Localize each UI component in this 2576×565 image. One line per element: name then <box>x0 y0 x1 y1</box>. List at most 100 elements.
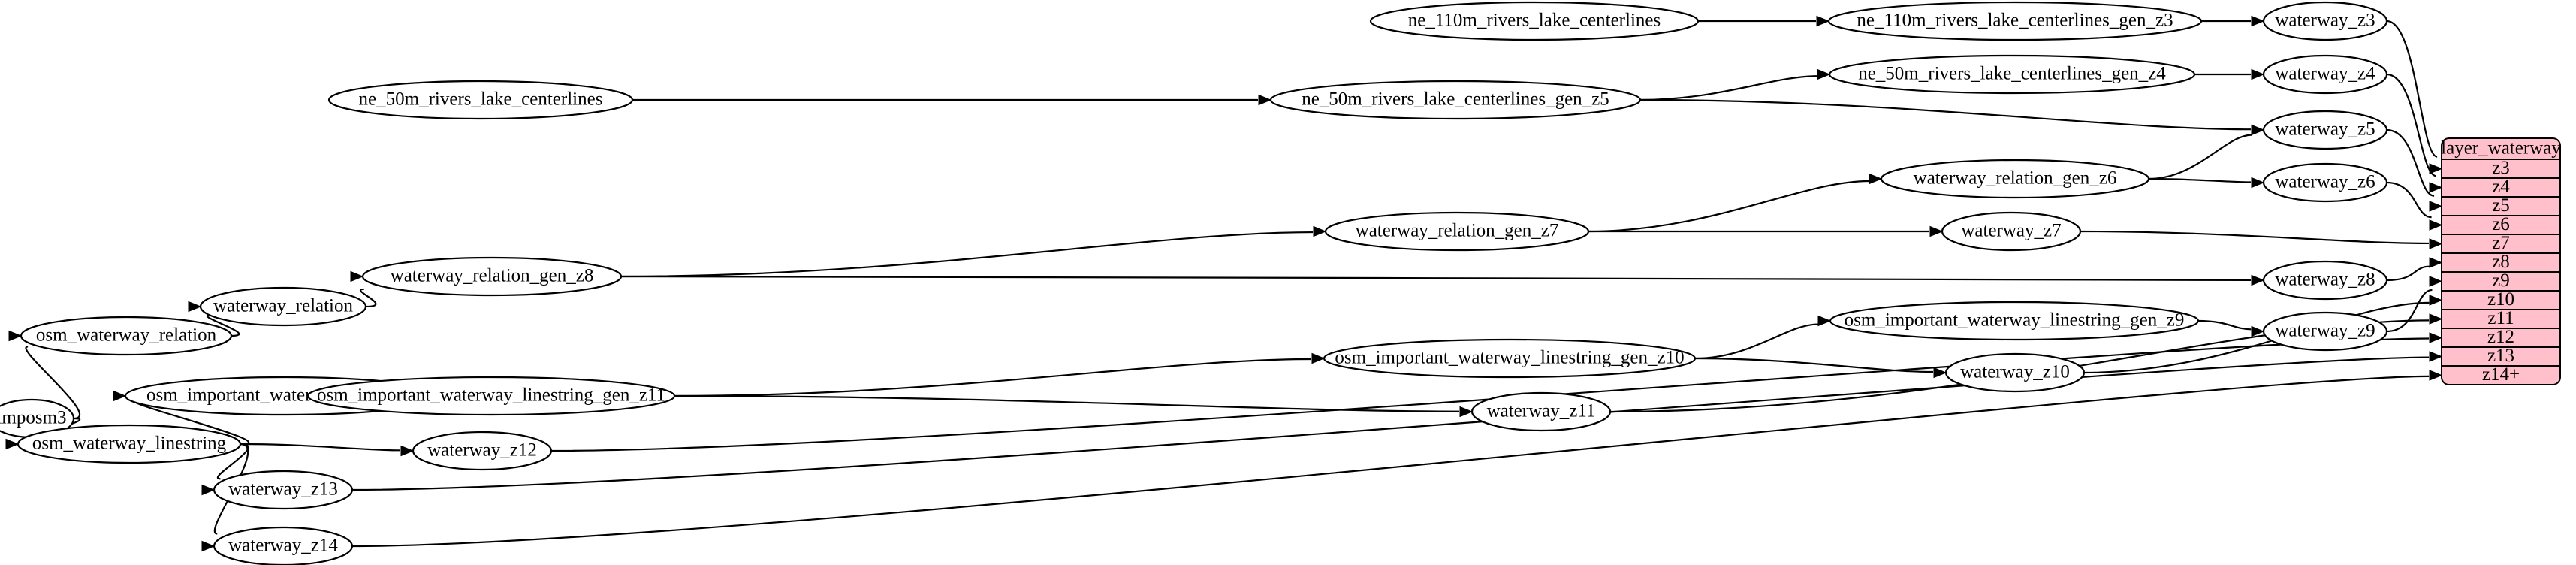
edge-osm_waterway_linestring--to--waterway_z13 <box>217 443 249 480</box>
table-row-z4[interactable] <box>2442 178 2560 197</box>
edge-arrowhead <box>1817 68 1831 80</box>
edge-waterway_relation_gen_z8--to--waterway_relation_gen_z7 <box>620 231 1314 278</box>
edge-arrowhead <box>2429 182 2443 193</box>
edge-waterway_z8--to--layer_waterway-z8 <box>2386 265 2430 282</box>
node-shape-waterway_z12 <box>412 431 553 471</box>
node-waterway_z13[interactable]: waterway_z13 <box>213 470 354 510</box>
edge-arrowhead <box>2429 332 2443 343</box>
edge-arrowhead <box>1869 173 1883 185</box>
edge-osm_waterway_relation--to--waterway_relation <box>207 314 240 337</box>
edge-imposm3--to--osm_waterway_relation <box>25 346 81 420</box>
node-waterway_z11[interactable]: waterway_z11 <box>1470 391 1612 432</box>
edge-arrowhead <box>2429 351 2443 362</box>
node-shape-waterway_relation_gen_z7 <box>1324 211 1590 252</box>
node-shape-ne_110m_rivers_lake_centerlines_gen_z3 <box>1827 1 2203 41</box>
table-row-z13[interactable] <box>2442 347 2560 366</box>
edge-arrowhead <box>2251 68 2265 80</box>
edge-osm_waterway_linestring--to--waterway_z12 <box>240 443 401 452</box>
node-waterway_relation_gen_z8[interactable]: waterway_relation_gen_z8 <box>361 256 623 297</box>
edge-osm_important_waterway_linestring_gen_z10--to--waterway_z10 <box>1694 357 1934 373</box>
node-ne_110m_rivers_lake_centerlines_gen_z3[interactable]: ne_110m_rivers_lake_centerlines_gen_z3 <box>1827 1 2203 41</box>
edge-ne_50m_rivers_lake_centerlines_gen_z5--to--ne_50m_rivers_lake_centerlines_gen_z4 <box>1639 75 1817 101</box>
edge-arrowhead <box>1929 225 1944 237</box>
node-ne_50m_rivers_lake_centerlines_gen_z4[interactable]: ne_50m_rivers_lake_centerlines_gen_z4 <box>1828 54 2196 95</box>
node-waterway_z12[interactable]: waterway_z12 <box>412 431 553 471</box>
node-waterway_z6[interactable]: waterway_z6 <box>2262 162 2388 203</box>
node-waterway_z3[interactable]: waterway_z3 <box>2262 1 2388 41</box>
edge-osm_important_waterway_linestring_gen_z10--to--osm_important_waterway_linestring_gen_z9 <box>1694 323 1818 360</box>
edge-arrowhead <box>1313 225 1327 237</box>
edge-waterway_z7--to--layer_waterway-z7 <box>2080 230 2430 245</box>
node-osm_waterway_relation[interactable]: osm_waterway_relation <box>20 316 233 356</box>
edge-osm_important_waterway_linestring_gen_z11--to--osm_important_waterway_linestring_gen_z10 <box>674 358 1312 397</box>
nodes-layer: imposm3osm_waterway_relationosm_waterway… <box>0 1 2388 565</box>
layer-waterway-table-body <box>2441 137 2561 385</box>
node-shape-waterway_z10 <box>1944 352 2086 393</box>
edge-waterway_z3--to--layer_waterway-z3 <box>2386 20 2438 158</box>
edge-arrowhead <box>2429 276 2443 287</box>
node-waterway_z5[interactable]: waterway_z5 <box>2262 110 2388 150</box>
table-row-z7[interactable] <box>2442 234 2560 253</box>
edge-arrowhead <box>2429 238 2443 249</box>
node-osm_important_waterway_linestring_gen_z11[interactable]: osm_important_waterway_linestring_gen_z1… <box>306 376 676 416</box>
node-shape-waterway_z8 <box>2262 260 2388 301</box>
edge-arrowhead <box>8 330 23 342</box>
node-osm_important_waterway_linestring_gen_z9[interactable]: osm_important_waterway_linestring_gen_z9 <box>1829 301 2200 341</box>
node-shape-waterway_relation_gen_z8 <box>361 256 623 297</box>
edge-arrowhead <box>1817 315 1832 327</box>
table-row-z6[interactable] <box>2442 216 2560 234</box>
edge-arrowhead <box>2429 201 2443 212</box>
node-osm_waterway_linestring[interactable]: osm_waterway_linestring <box>17 424 242 464</box>
node-ne_50m_rivers_lake_centerlines[interactable]: ne_50m_rivers_lake_centerlines <box>327 80 634 120</box>
table-row-z9[interactable] <box>2442 272 2560 291</box>
node-waterway_z8[interactable]: waterway_z8 <box>2262 260 2388 301</box>
edge-waterway_relation_gen_z7--to--waterway_relation_gen_z6 <box>1588 180 1869 233</box>
table-row-z12[interactable] <box>2442 328 2560 347</box>
layer-waterway-table: layer_waterwayz3z4z5z6z7z8z9z10z11z12z13… <box>2441 137 2561 385</box>
node-shape-osm_waterway_relation <box>20 316 233 356</box>
edge-waterway_relation_gen_z6--to--waterway_z6 <box>2148 177 2252 183</box>
node-shape-waterway_z14 <box>213 526 354 565</box>
node-waterway_relation_gen_z6[interactable]: waterway_relation_gen_z6 <box>1880 159 2150 199</box>
table-row-z14[interactable] <box>2442 366 2560 385</box>
node-waterway_relation_gen_z7[interactable]: waterway_relation_gen_z7 <box>1324 211 1590 252</box>
node-shape-ne_110m_rivers_lake_centerlines <box>1369 1 1700 41</box>
edge-arrowhead <box>2251 124 2265 136</box>
edge-arrowhead <box>201 484 216 496</box>
node-waterway_relation[interactable]: waterway_relation <box>199 286 367 327</box>
node-shape-osm_important_waterway_linestring_gen_z10 <box>1323 338 1697 379</box>
edge-osm_important_waterway_linestring_gen_z11--to--waterway_z11 <box>674 394 1460 412</box>
node-waterway_z9[interactable]: waterway_z9 <box>2262 311 2388 352</box>
node-waterway_z7[interactable]: waterway_z7 <box>1941 211 2082 252</box>
table-row-z3[interactable] <box>2442 159 2560 178</box>
table-row-z11[interactable] <box>2442 310 2560 328</box>
node-shape-waterway_z6 <box>2262 162 2388 203</box>
node-ne_50m_rivers_lake_centerlines_gen_z5[interactable]: ne_50m_rivers_lake_centerlines_gen_z5 <box>1269 80 1642 120</box>
node-shape-waterway_z7 <box>1941 211 2082 252</box>
node-waterway_z4[interactable]: waterway_z4 <box>2262 54 2388 95</box>
table-row-z10[interactable] <box>2442 291 2560 310</box>
edge-arrowhead <box>350 270 364 282</box>
node-shape-osm_important_waterway_linestring_gen_z9 <box>1829 301 2200 341</box>
edge-arrowhead <box>400 445 415 457</box>
table-row-z5[interactable] <box>2442 197 2560 216</box>
table-row-z8[interactable] <box>2442 253 2560 272</box>
edge-waterway_relation_gen_z8--to--waterway_z8 <box>620 275 2252 282</box>
edge-arrowhead <box>1816 15 1830 27</box>
node-waterway_z10[interactable]: waterway_z10 <box>1944 352 2086 393</box>
node-waterway_z14[interactable]: waterway_z14 <box>213 526 354 565</box>
edge-waterway_z9--to--layer_waterway-z9 <box>2386 289 2433 333</box>
node-shape-ne_50m_rivers_lake_centerlines <box>327 80 634 120</box>
node-shape-waterway_z4 <box>2262 54 2388 95</box>
node-osm_important_waterway_linestring_gen_z10[interactable]: osm_important_waterway_linestring_gen_z1… <box>1323 338 1697 379</box>
edge-arrowhead <box>113 390 127 402</box>
node-shape-waterway_z5 <box>2262 110 2388 150</box>
node-ne_110m_rivers_lake_centerlines[interactable]: ne_110m_rivers_lake_centerlines <box>1369 1 1700 41</box>
edge-arrowhead <box>2429 370 2443 381</box>
node-shape-ne_50m_rivers_lake_centerlines_gen_z5 <box>1269 80 1642 120</box>
edge-arrowhead <box>2251 274 2265 286</box>
edge-waterway_z13--to--layer_waterway-z13 <box>351 356 2430 491</box>
edge-ne_50m_rivers_lake_centerlines_gen_z5--to--waterway_z5 <box>1639 98 2252 131</box>
edge-arrowhead <box>188 301 202 313</box>
